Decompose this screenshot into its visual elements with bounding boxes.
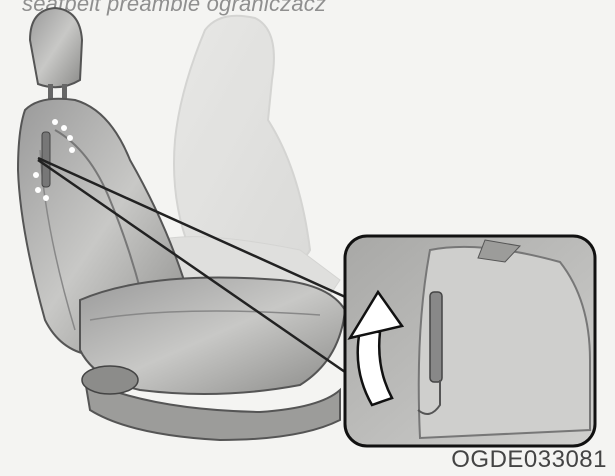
inset-detail [345, 236, 595, 446]
seat-cushion [80, 278, 345, 441]
figure-code: OGDE033081 [451, 446, 607, 474]
headrest [30, 8, 82, 106]
background-seat [160, 16, 340, 310]
